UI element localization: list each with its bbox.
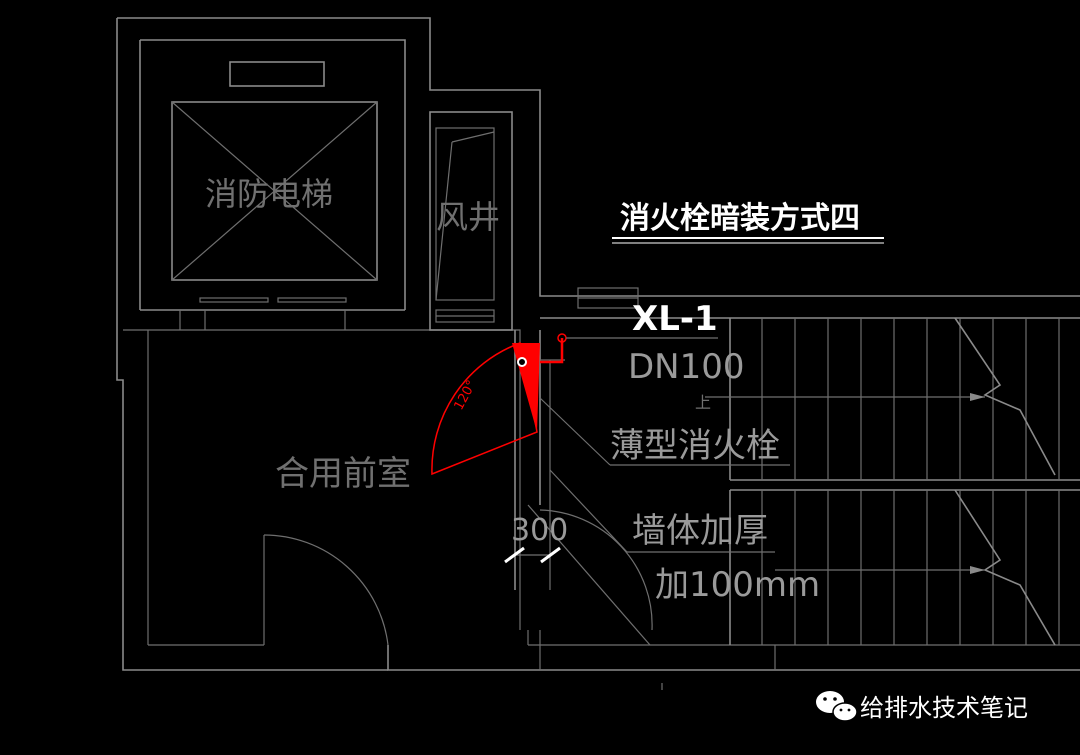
watermark: 给排水技术笔记 [816, 691, 1028, 722]
up-label: 上 [695, 393, 711, 412]
building-outline [116, 17, 1080, 671]
drawing-title: 消火栓暗装方式四 [620, 201, 860, 236]
hydrant-label: 薄型消火栓 [610, 426, 780, 466]
shaft-label: 风井 [436, 198, 500, 236]
dimension-300 [504, 546, 561, 564]
riser-label: XL-1 [632, 299, 718, 339]
lobby-label: 合用前室 [275, 454, 411, 494]
watermark-text: 给排水技术笔记 [860, 694, 1028, 722]
thickened-wall [514, 330, 565, 590]
wall-label: 墙体加厚 [632, 511, 768, 551]
wechat-icon [816, 691, 858, 722]
diameter-label: DN100 [628, 347, 745, 387]
dim-300-label: 300 [511, 513, 568, 548]
elevator-label: 消防电梯 [205, 175, 333, 213]
wall-add-label: 加100mm [655, 565, 820, 605]
leaders [539, 337, 790, 553]
lobby-door [263, 534, 389, 646]
angle-label: 120° [452, 378, 480, 413]
stairs [540, 287, 1080, 646]
fire-hydrant [431, 333, 567, 476]
air-shaft [429, 111, 513, 331]
elevator [171, 61, 378, 303]
